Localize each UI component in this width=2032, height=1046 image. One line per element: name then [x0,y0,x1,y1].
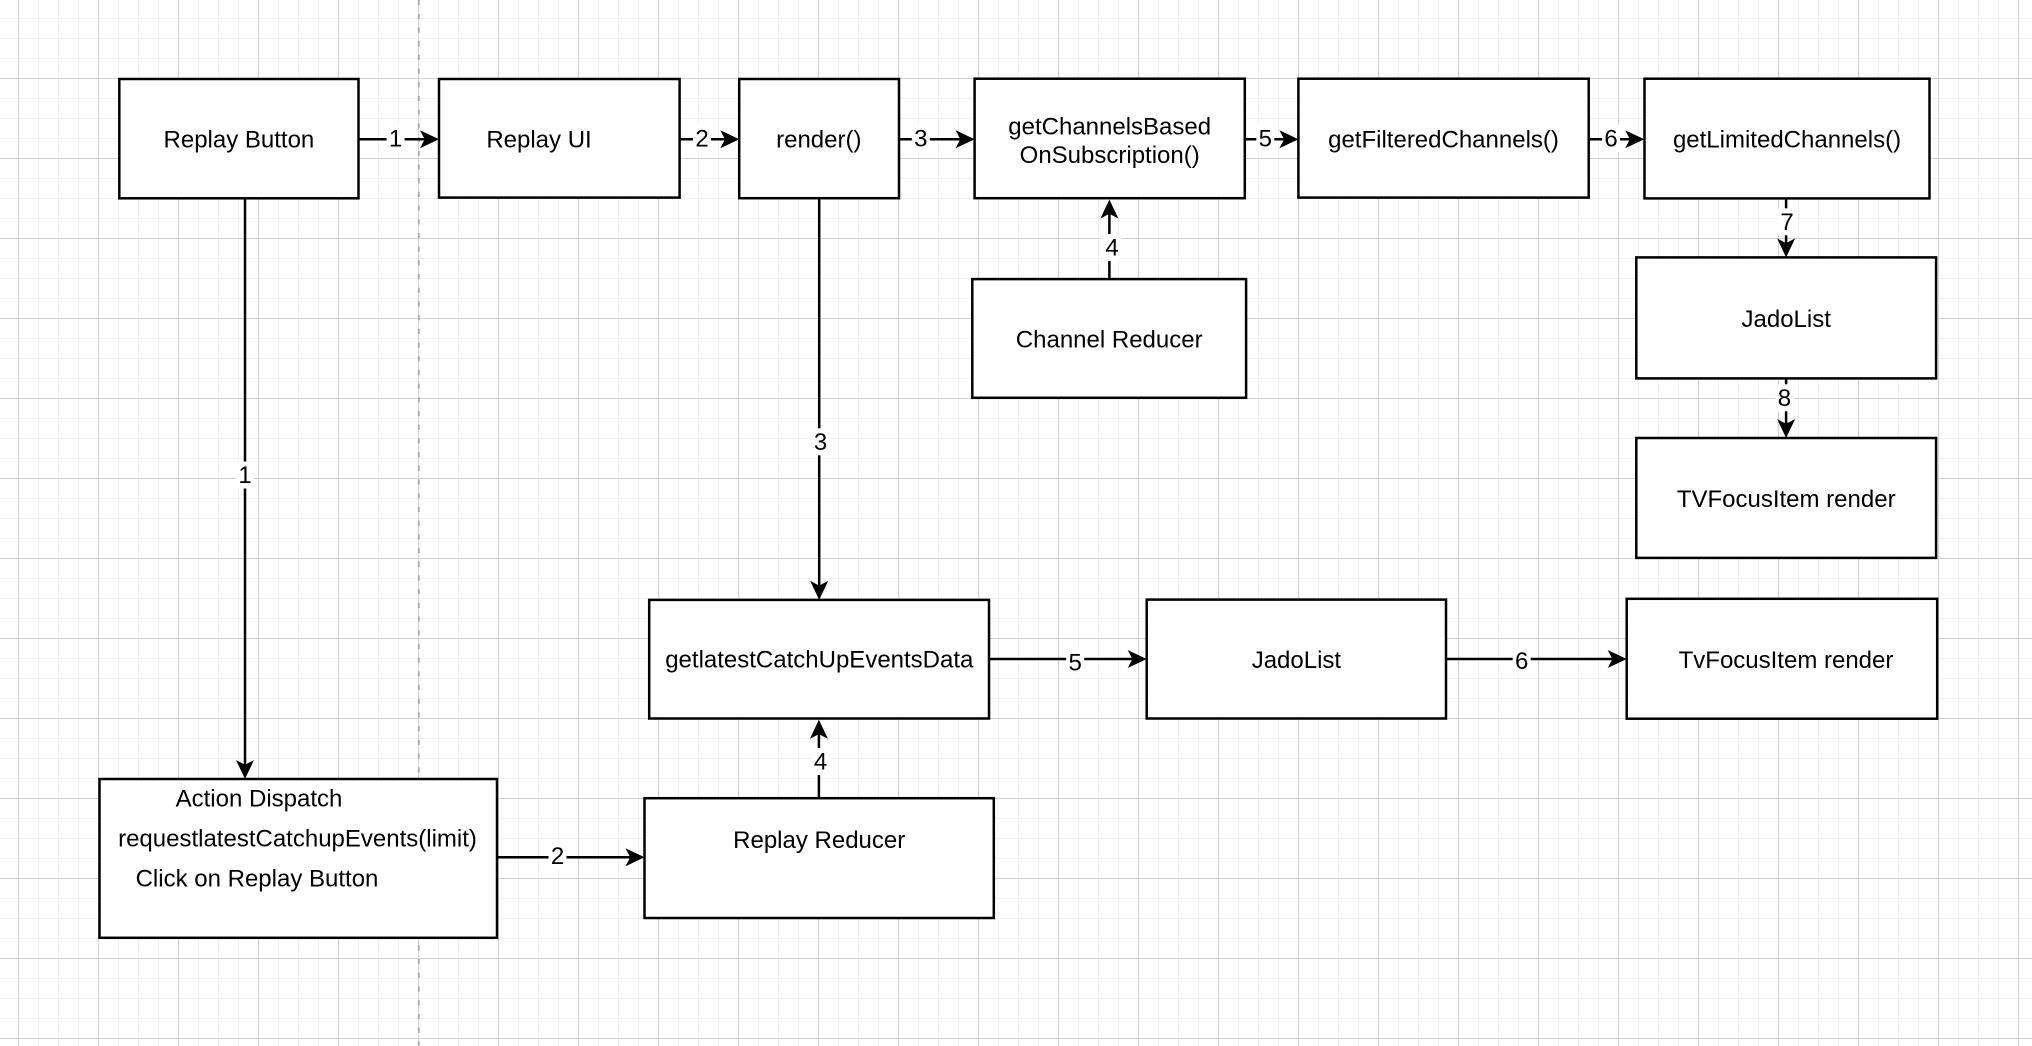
svg-text:Replay Button: Replay Button [164,127,315,154]
svg-text:JadoList: JadoList [1252,647,1342,674]
svg-text:getLimitedChannels(): getLimitedChannels() [1673,127,1901,154]
svg-text:1: 1 [238,462,251,489]
svg-text:getlatestCatchUpEventsData: getlatestCatchUpEventsData [665,647,974,674]
svg-text:Replay UI: Replay UI [486,127,591,154]
svg-text:1: 1 [389,125,402,152]
svg-text:requestlatestCatchupEvents(lim: requestlatestCatchupEvents(limit) [118,826,477,853]
svg-text:TvFocusItem render: TvFocusItem render [1679,647,1894,674]
svg-text:getFilteredChannels(): getFilteredChannels() [1328,127,1559,154]
svg-text:getChannelsBased: getChannelsBased [1008,113,1211,140]
svg-text:render(): render() [776,127,861,154]
svg-text:Click on Replay Button: Click on Replay Button [136,866,379,893]
svg-text:5: 5 [1069,649,1082,676]
svg-text:2: 2 [551,843,564,870]
svg-text:TVFocusItem render: TVFocusItem render [1677,486,1896,513]
svg-text:4: 4 [1105,235,1118,262]
svg-text:Replay Reducer: Replay Reducer [733,827,905,854]
svg-text:6: 6 [1515,648,1528,675]
svg-text:8: 8 [1778,385,1791,412]
svg-text:7: 7 [1780,209,1793,236]
svg-text:3: 3 [914,125,927,152]
svg-text:JadoList: JadoList [1742,306,1832,333]
svg-text:OnSubscription(): OnSubscription() [1020,142,1200,169]
svg-text:6: 6 [1604,125,1617,152]
svg-text:Channel Reducer: Channel Reducer [1016,327,1203,354]
svg-text:3: 3 [814,429,827,456]
svg-text:4: 4 [814,749,827,776]
svg-text:2: 2 [695,125,708,152]
svg-text:5: 5 [1259,125,1272,152]
svg-text:Action Dispatch: Action Dispatch [176,786,343,813]
